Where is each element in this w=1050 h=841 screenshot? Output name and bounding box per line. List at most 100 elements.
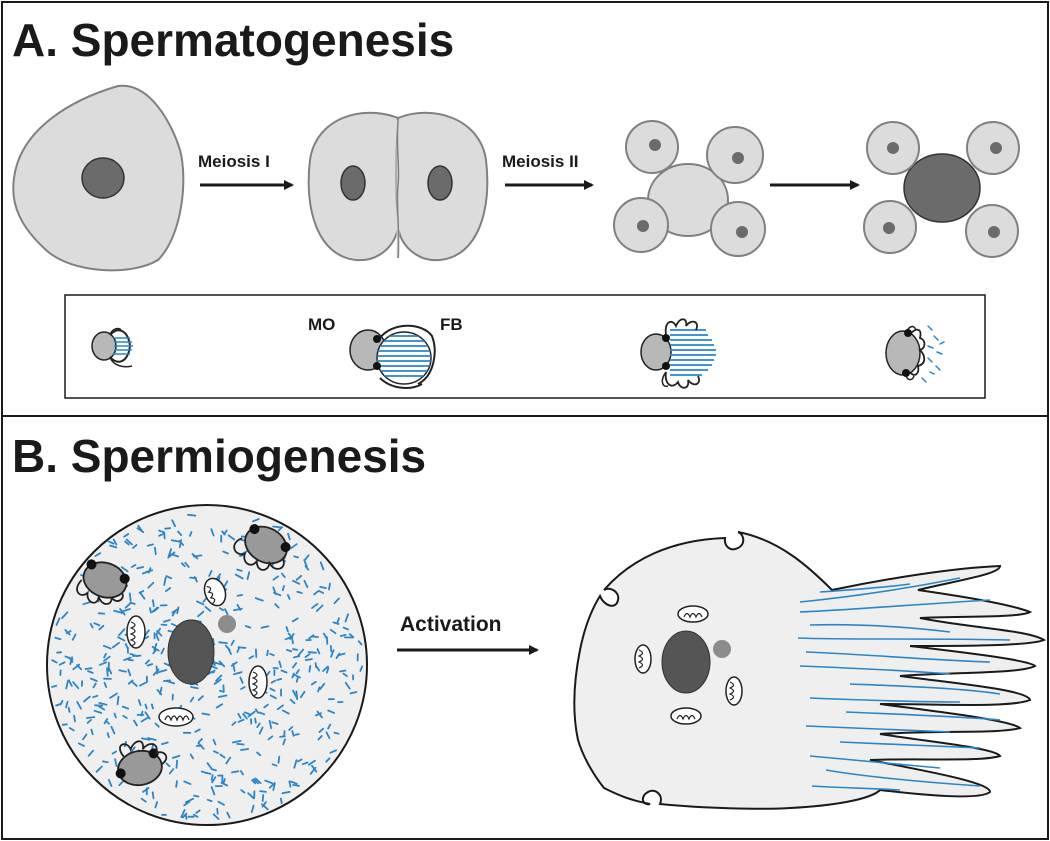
fibrous-body-dash	[239, 676, 244, 684]
fibrous-body-dash	[344, 681, 351, 690]
fibrous-body-dash	[167, 551, 176, 559]
fibrous-body-dash	[158, 532, 165, 537]
fibrous-body-dash	[294, 733, 300, 736]
fibrous-body-dash	[124, 602, 132, 609]
fibrous-body-dash	[260, 625, 270, 629]
fibrous-body-dash	[304, 658, 313, 661]
fibrous-body-dash	[77, 742, 85, 747]
fibrous-body-dash	[92, 694, 99, 699]
fibrous-body-dash	[256, 722, 261, 728]
fibrous-body-dash	[185, 797, 195, 804]
mitochondrion	[203, 577, 227, 607]
fibrous-body-dash	[139, 681, 148, 687]
fibrous-body-dash	[270, 679, 277, 684]
fibrous-body-dash	[292, 689, 298, 699]
fibrous-body-dash	[150, 703, 154, 710]
fibrous-body-dash	[181, 812, 188, 819]
fibrous-body-dash	[339, 669, 347, 673]
fibrous-body-dash	[293, 673, 301, 679]
fibrous-body-dash	[216, 807, 219, 815]
fibrous-body-dash	[333, 597, 340, 605]
fibrous-body-dash	[303, 579, 309, 588]
fibrous-body-dash	[226, 811, 231, 819]
fibrous-body-dash	[272, 575, 280, 581]
fibrous-body-dash	[289, 698, 296, 705]
fibrous-body-dash	[288, 780, 292, 788]
fibrous-body-dash	[296, 590, 303, 594]
fibrous-body-dash	[122, 608, 131, 612]
fibrous-body-dash	[291, 672, 295, 679]
fibrous-body-dash	[184, 561, 190, 568]
fibrous-body-dash	[280, 669, 288, 674]
fibrous-body-dash	[98, 702, 108, 706]
fibrous-body-dash	[274, 603, 280, 609]
fibrous-body-dash	[329, 645, 333, 653]
fibrous-body-dash	[292, 655, 301, 659]
fibrous-body-dash	[175, 780, 178, 788]
fibrous-body-dash	[252, 778, 259, 785]
fibrous-body-dash	[206, 798, 213, 802]
fibrous-body-dash	[129, 601, 136, 605]
fibrous-body-dash	[178, 539, 183, 548]
membranous-organelle	[115, 740, 168, 787]
fibrous-body-dash	[68, 656, 74, 663]
membranous-organelle	[233, 524, 291, 571]
fibrous-body-dash	[167, 548, 173, 558]
fibrous-body-dash	[190, 686, 199, 690]
fibrous-body-dash	[236, 568, 243, 572]
fibrous-body-dash	[116, 695, 120, 706]
fibrous-body-dash	[293, 759, 298, 769]
fibrous-body-dash	[177, 530, 183, 536]
fibrous-body-dash	[336, 617, 340, 624]
fibrous-body-dash	[221, 530, 226, 536]
fibrous-body-dash	[67, 679, 73, 687]
fibrous-body-dash	[317, 589, 325, 594]
fibrous-body-dash	[202, 597, 207, 603]
fibrous-body-dash	[232, 607, 243, 612]
fibrous-body-dash	[175, 759, 179, 769]
fibrous-body-dash	[311, 603, 319, 609]
fibrous-body-dash	[272, 667, 279, 670]
fibrous-body-dash	[213, 678, 222, 685]
fibrous-body-dash	[58, 661, 66, 666]
fibrous-body-dash	[107, 540, 115, 545]
fibrous-body-dash	[316, 648, 321, 655]
fibrous-body-dash	[114, 758, 118, 767]
fibrous-body-dash	[138, 590, 145, 594]
fibrous-body-dash	[140, 797, 147, 803]
fibrous-body-dash	[217, 800, 225, 806]
fibrous-body-dash	[72, 681, 80, 690]
fibrous-body-dash	[82, 733, 88, 741]
fibrous-body-dash	[258, 726, 264, 735]
fibrous-body-dash	[304, 554, 310, 561]
fibrous-body-dash	[171, 519, 177, 528]
fibrous-body-dash	[263, 703, 269, 709]
fibrous-body-dash	[76, 664, 82, 671]
fibrous-body-dash	[327, 723, 332, 730]
fibrous-body-dash	[118, 780, 124, 787]
spermatids-with-residual-body	[613, 120, 766, 257]
fibrous-body-dash	[113, 712, 117, 719]
fibrous-body-dash	[140, 710, 144, 717]
fibrous-body-dash	[102, 644, 112, 650]
fibrous-body-dash	[183, 800, 191, 807]
fibrous-body-dash	[222, 778, 226, 785]
fibrous-body-dash	[325, 757, 331, 763]
fibrous-body-dash	[142, 787, 150, 793]
fibrous-body-dash	[120, 566, 129, 573]
fibrous-body-dash	[292, 579, 301, 585]
fibrous-body-dash	[86, 716, 96, 719]
mo-fb-stage-1	[91, 327, 133, 368]
mitochondrion	[634, 644, 652, 674]
fibrous-body-dash	[87, 670, 94, 674]
fibrous-body-dash	[157, 669, 168, 673]
activation-label: Activation	[400, 613, 502, 636]
mo-fb-stage-2: MO FB	[308, 315, 463, 389]
fibrous-body-dash	[83, 695, 91, 703]
fibrous-body-dash	[325, 731, 331, 739]
fibrous-body-dash	[224, 608, 229, 616]
fibrous-body-dash	[247, 792, 255, 800]
fibrous-body-dash	[258, 711, 266, 716]
fibrous-body-dash	[86, 719, 92, 724]
fibrous-body-dash	[335, 652, 341, 659]
